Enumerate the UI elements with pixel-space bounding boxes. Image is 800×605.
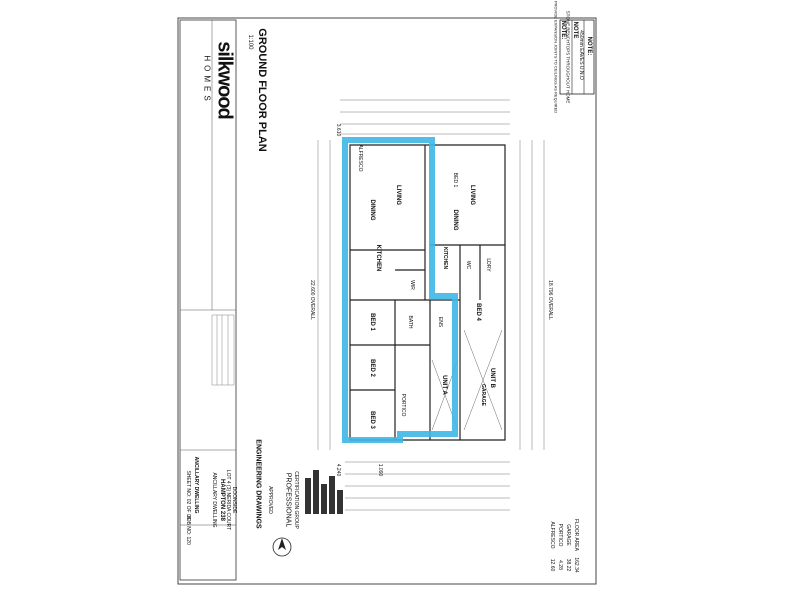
room-alfresco: ALFRESCO [357, 144, 363, 172]
project-sub: ANCILLARY DWELLING [211, 472, 217, 528]
room-living: LIVING [395, 184, 401, 206]
title-block-frame [179, 19, 237, 581]
note-3-text: PROVIDE EXPANSION JOINTS TO CEILINGS AS … [553, 0, 559, 114]
room-bath: BATH [407, 315, 413, 329]
ancillary-dwelling-outline [342, 137, 458, 443]
unit-a-label: UNIT A [441, 375, 447, 395]
room-kitchen: KITCHEN [375, 244, 381, 272]
area-row-label: GARAGE [565, 524, 571, 546]
dimension-bottom-total: 18.796 OVERALL [547, 280, 553, 320]
area-row-value: 12.60 [549, 558, 555, 572]
room-wir: WIR [409, 280, 415, 290]
notes-frame [559, 19, 595, 95]
revision-table [211, 314, 235, 386]
area-row-value: 162.34 [573, 557, 579, 573]
job-number: JOB NO: 120 [185, 515, 191, 545]
note-2-text: STONE BENCHTOPS THROUGHOUT HOME [565, 10, 571, 104]
sheet-frame [177, 17, 597, 585]
dimension-side-c: 1.090 [377, 463, 383, 477]
certification-stamp-logo [305, 470, 343, 514]
room-bed-2: BED 2 [369, 359, 375, 377]
sheet-number: SHEET NO: 02 OF 06 [185, 470, 191, 520]
floor-plan-walls [349, 144, 506, 441]
north-arrow-icon [272, 537, 292, 557]
brand-sub: HOMES [202, 55, 212, 105]
note-1-heading: NOTE: [586, 36, 592, 56]
stamp-line: PROFESSIONAL [284, 472, 292, 528]
room-bed-1: BED 1 [369, 313, 375, 331]
stamp-drawing-label: ENGINEERING DRAWINGS [254, 439, 262, 529]
dimension-side-b: 4.240 [335, 463, 341, 477]
dimension-side-a: 3.610 [335, 123, 341, 137]
dimension-top-total: 22.600 OVERALL [309, 280, 315, 320]
area-row-value: 4.28 [557, 560, 563, 570]
room-portico: PORTICO [400, 393, 406, 417]
room-bed-3: BED 3 [369, 411, 375, 429]
room-bed-5: BED 1 [452, 172, 458, 188]
note-3-heading: NOTE: [560, 20, 566, 40]
room-bed-4: BED 4 [475, 303, 481, 321]
scale-label: 1:100 [247, 34, 253, 50]
note-2-heading: NOTE [572, 21, 578, 39]
note-1-text: 450mm EAVES U.N.O [578, 30, 584, 80]
area-row-value: 38.22 [565, 558, 571, 572]
area-row-label: ALFRESCO [549, 521, 555, 549]
dwelling-label: ANCILLARY DWELLING [193, 456, 199, 514]
page-title: GROUND FLOOR PLAN [256, 28, 268, 152]
room-dining: DINING [369, 199, 375, 221]
stamp-approved: APPROVED [267, 486, 273, 514]
room-garage: GARAGE [480, 384, 486, 406]
room-living-2: LIVING [469, 184, 475, 206]
room-wc: WC [465, 260, 471, 270]
dimension-lines [317, 99, 545, 511]
room-ldry: LDRY [485, 258, 491, 272]
project-suburb: DOONSIDE [231, 486, 237, 514]
room-dining-2: DINING [452, 209, 458, 231]
room-kitchen-2: KITCHEN [442, 246, 448, 270]
room-ens: ENS [437, 316, 443, 328]
area-row-label: FLOOR AREA [573, 519, 579, 551]
unit-b-label: UNIT B [489, 368, 495, 388]
brand-logo: silkwood [213, 41, 236, 119]
area-row-label: PORTICO [557, 523, 563, 547]
stamp-line-2: CERTIFICATION GROUP [293, 471, 299, 529]
